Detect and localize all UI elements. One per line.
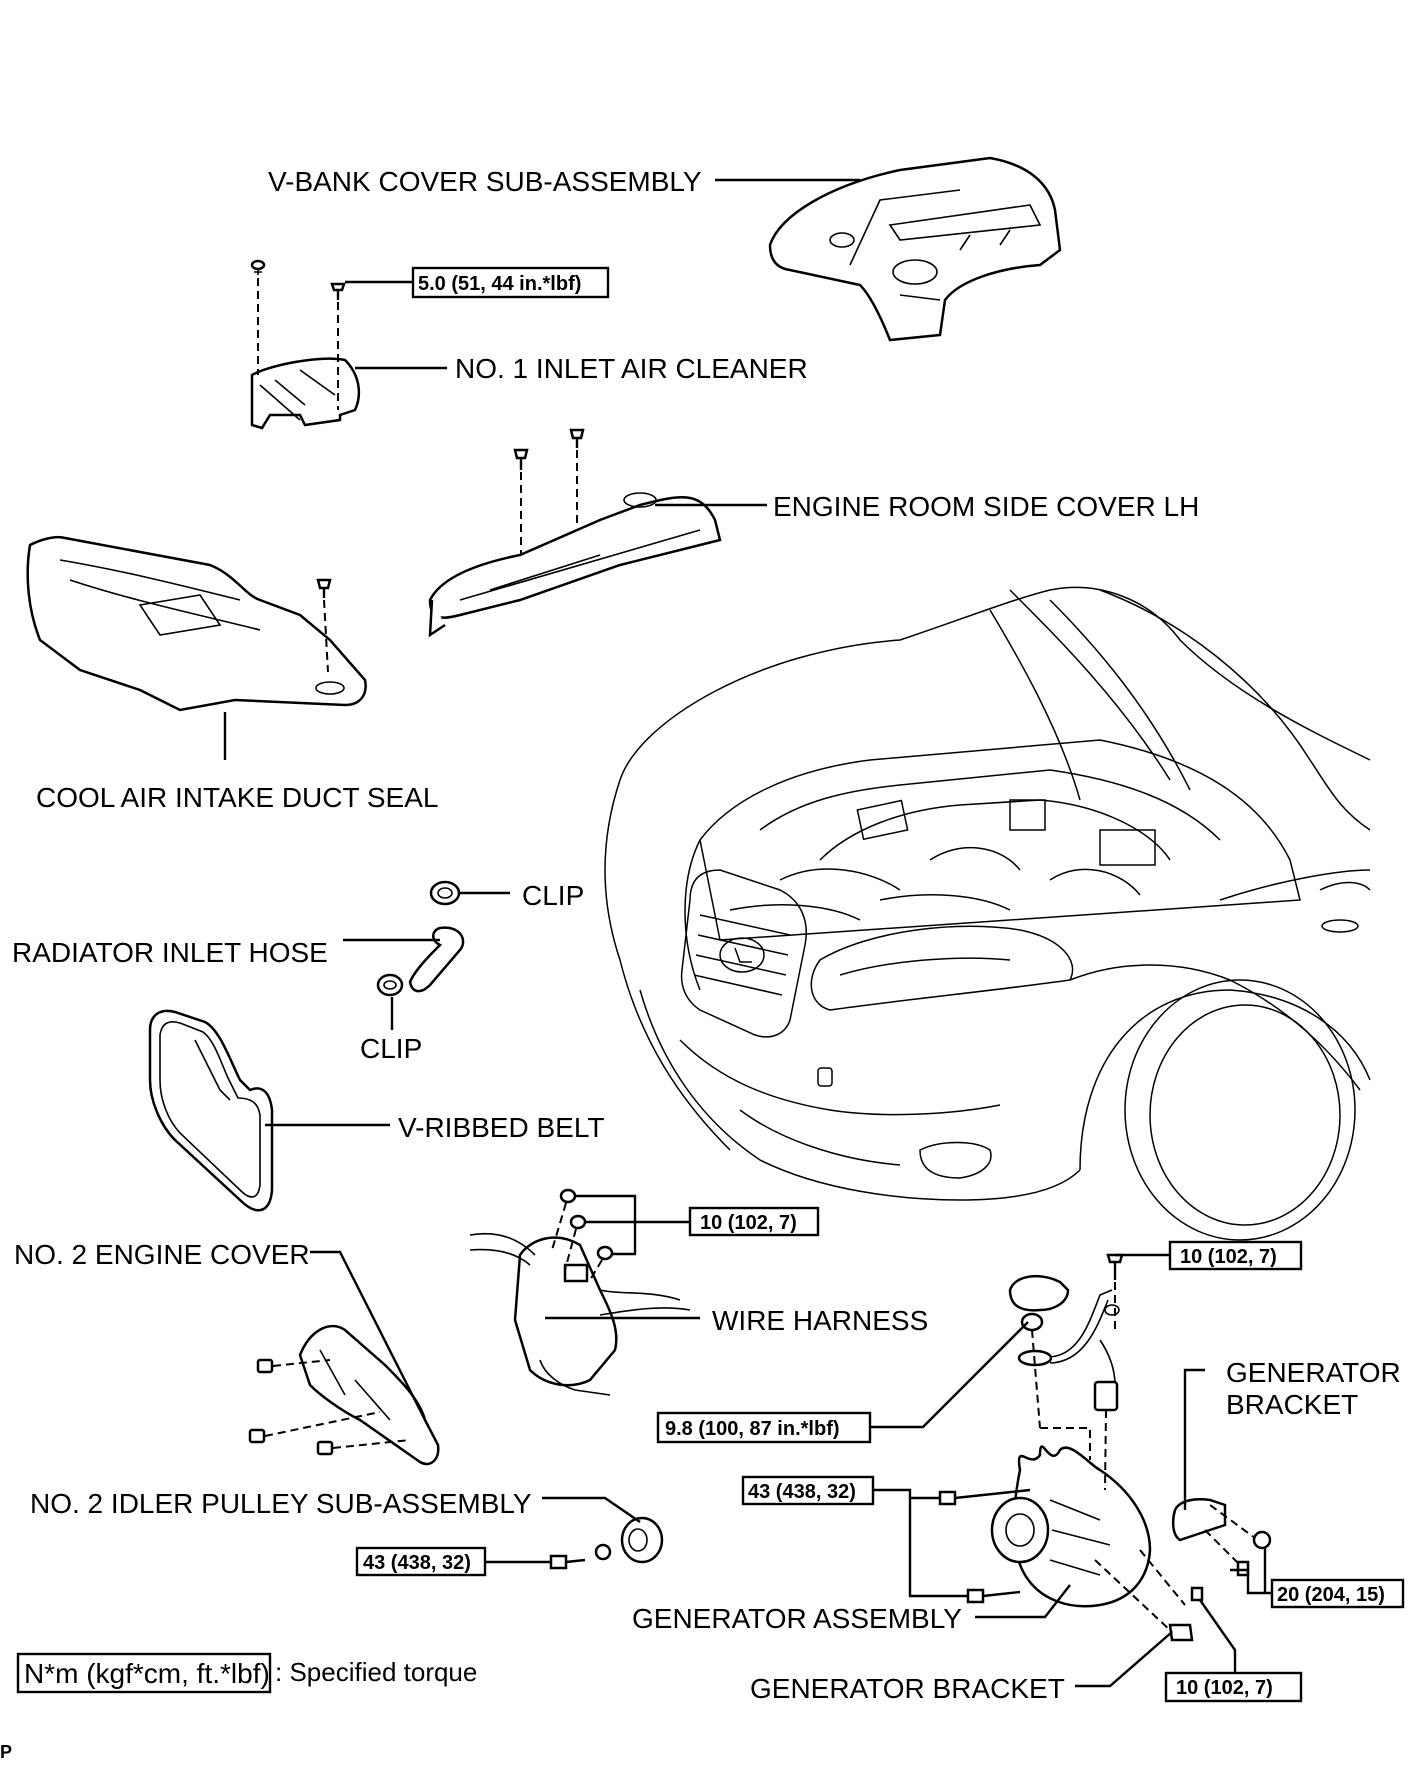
label-wire-harness: WIRE HARNESS xyxy=(712,1305,928,1336)
leader-lines xyxy=(223,178,1272,1688)
torque-legend: N*m (kgf*cm, ft.*lbf) : Specified torque xyxy=(16,1652,477,1694)
engine-room-side-cover-illustration xyxy=(428,428,722,638)
idler-pulley-illustration xyxy=(549,1516,664,1570)
torque-generator-bolts: 43 (438, 32) xyxy=(748,1481,856,1503)
generator-illustration xyxy=(938,1253,1272,1642)
no2-engine-cover-illustration xyxy=(248,1324,440,1466)
part-labels: V-BANK COVER SUB-ASSEMBLY NO. 1 INLET AI… xyxy=(12,166,1401,1704)
legend-unit-box: N*m (kgf*cm, ft.*lbf) xyxy=(24,1658,270,1689)
torque-idler-pulley-bolt: 43 (438, 32) xyxy=(363,1552,471,1574)
torque-wire-harness-nuts: 10 (102, 7) xyxy=(700,1212,797,1234)
v-ribbed-belt-illustration xyxy=(148,1009,274,1212)
legend-description: : Specified torque xyxy=(275,1657,477,1687)
v-bank-cover-illustration xyxy=(768,156,1062,342)
radiator-hose-illustration xyxy=(376,880,465,997)
torque-lower-bracket-bolt: 10 (102, 7) xyxy=(1176,1677,1273,1699)
torque-inlet-air-cleaner-bolt: 5.0 (51, 44 in.*lbf) xyxy=(418,273,581,295)
label-generator-bracket-upper-2: BRACKET xyxy=(1226,1389,1358,1420)
torque-callouts: 5.0 (51, 44 in.*lbf) 10 (102, 7) 10 (102… xyxy=(355,266,1405,1703)
torque-terminal-nut: 9.8 (100, 87 in.*lbf) xyxy=(665,1418,840,1440)
label-inlet-air-cleaner: NO. 1 INLET AIR CLEANER xyxy=(455,353,808,384)
label-engine-room-side-cover: ENGINE ROOM SIDE COVER LH xyxy=(773,491,1199,522)
label-no2-idler-pulley: NO. 2 IDLER PULLEY SUB-ASSEMBLY xyxy=(30,1488,532,1519)
cool-air-intake-duct-seal-illustration xyxy=(26,535,367,712)
label-no2-engine-cover: NO. 2 ENGINE COVER xyxy=(14,1239,310,1270)
torque-terminal-bolt: 10 (102, 7) xyxy=(1180,1246,1277,1268)
wire-harness-illustration xyxy=(469,1188,691,1396)
label-v-bank-cover: V-BANK COVER SUB-ASSEMBLY xyxy=(268,166,702,197)
vehicle-front-illustration xyxy=(604,586,1371,1241)
label-generator-assembly: GENERATOR ASSEMBLY xyxy=(632,1603,962,1634)
label-generator-bracket-upper-1: GENERATOR xyxy=(1226,1357,1401,1388)
footer-code: P xyxy=(0,1742,12,1762)
label-clip-upper: CLIP xyxy=(522,880,584,911)
label-generator-bracket-lower: GENERATOR BRACKET xyxy=(750,1673,1065,1704)
label-radiator-inlet-hose: RADIATOR INLET HOSE xyxy=(12,937,328,968)
label-v-ribbed-belt: V-RIBBED BELT xyxy=(398,1112,604,1143)
label-clip-lower: CLIP xyxy=(360,1033,422,1064)
label-cool-air-intake-duct-seal: COOL AIR INTAKE DUCT SEAL xyxy=(36,782,438,813)
torque-bracket-nut-bolt: 20 (204, 15) xyxy=(1277,1584,1385,1606)
inlet-air-cleaner-illustration xyxy=(250,259,361,430)
